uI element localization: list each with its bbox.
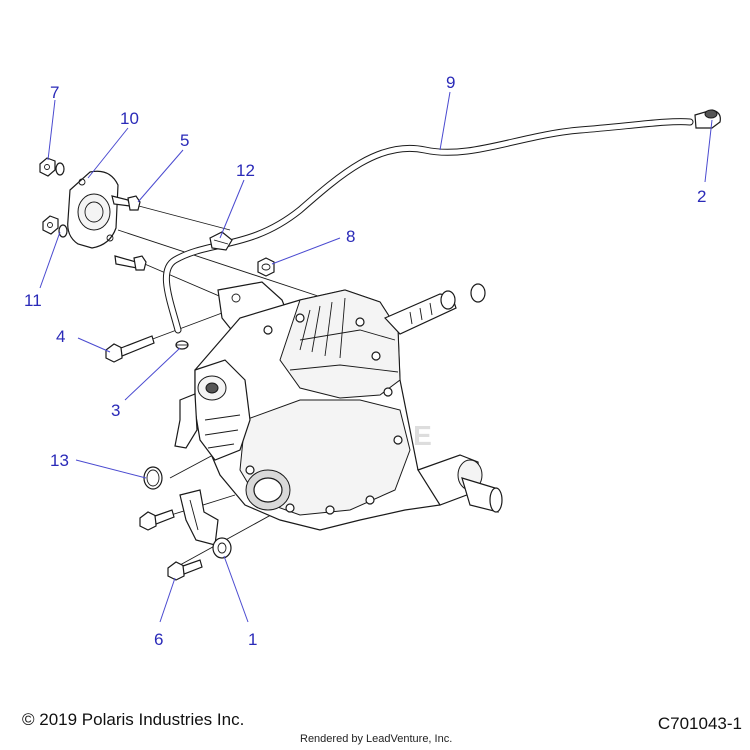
breather-hose (162, 118, 694, 334)
copyright-text: © 2019 Polaris Industries Inc. (22, 710, 245, 729)
bolt-bracket-lower (167, 559, 203, 581)
flange-bolt (257, 257, 275, 277)
callout-11: 11 (24, 291, 42, 310)
bracket-washer (212, 537, 232, 559)
nut-lower (42, 215, 68, 238)
bolt-cover-lower (114, 255, 147, 271)
long-bolt (105, 335, 155, 363)
callout-labels: 7 10 5 12 8 9 2 11 4 3 13 6 1 (24, 73, 706, 649)
callout-8: 8 (346, 227, 355, 246)
hose-clip (209, 231, 233, 251)
leader-lines (39, 91, 713, 623)
callout-5: 5 (180, 131, 189, 150)
bolt-bracket-upper (139, 509, 175, 531)
o-ring-large (143, 466, 163, 490)
output-shaft-front (383, 290, 457, 335)
render-credit: Rendered by LeadVenture, Inc. (300, 733, 453, 745)
callout-6: 6 (154, 630, 163, 649)
gearcase-assembly (174, 289, 441, 531)
callout-1: 1 (248, 630, 257, 649)
callout-2: 2 (697, 187, 706, 206)
callout-9: 9 (446, 73, 455, 92)
callout-10: 10 (120, 109, 139, 128)
callout-4: 4 (56, 327, 65, 346)
sensor-cover (67, 170, 119, 249)
callout-12: 12 (236, 161, 255, 180)
bolt-cover-upper (111, 195, 141, 211)
output-shaft-rear (417, 454, 503, 513)
callout-7: 7 (50, 83, 59, 102)
nut-upper (39, 157, 65, 177)
callout-13: 13 (50, 451, 69, 470)
lower-bracket (179, 489, 219, 546)
shaft-o-ring (470, 283, 486, 303)
callout-3: 3 (111, 401, 120, 420)
diagram-code: C701043-1 (657, 714, 742, 733)
hose-clamp-small (175, 340, 189, 350)
hose-fitting (694, 109, 721, 129)
assembly-guide-lines (117, 204, 331, 566)
